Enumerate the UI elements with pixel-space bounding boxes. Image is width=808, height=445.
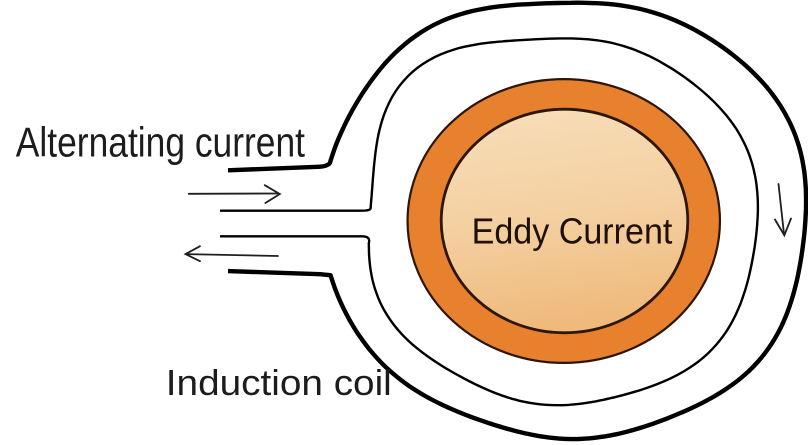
svg-text:Eddy Current: Eddy Current (472, 211, 673, 252)
svg-text:Alternating current: Alternating current (16, 118, 305, 165)
svg-text:Induction coil: Induction coil (166, 362, 392, 403)
